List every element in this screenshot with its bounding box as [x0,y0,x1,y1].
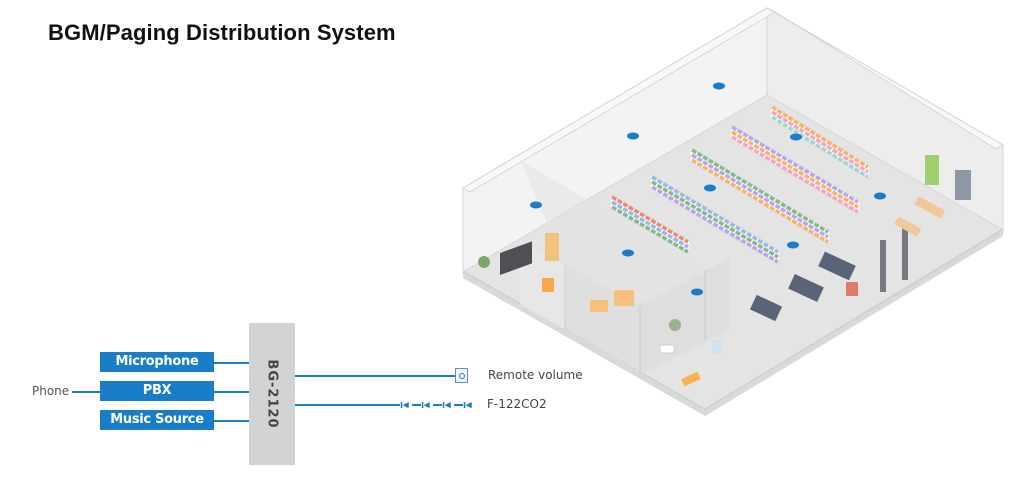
ceiling-speaker-icon [704,184,716,192]
checkout-counter-3 [818,251,856,281]
ceiling-speaker-icon [713,82,725,90]
shelf [609,194,691,255]
ceiling-speaker-icon [691,288,703,296]
shelf-products [771,105,869,169]
atm-machine [955,170,971,200]
office-plant [478,256,490,268]
speaker-line [295,404,400,406]
shelf-products [771,115,869,179]
speaker-link-line [412,404,421,406]
partition-wall-3 [565,265,640,375]
shelf-products [691,158,829,244]
ceiling-speaker-icon [627,132,639,140]
phone-label: Phone [32,384,70,398]
shelf-products [691,153,829,239]
shelf-products [771,110,869,174]
shelf-products [651,180,779,259]
shelf-products [651,175,779,254]
ceiling-speaker-icon [874,192,886,200]
lounge-sofa-1 [590,300,608,312]
shelf-products [731,135,859,214]
speaker-icon: ı◂ [421,399,430,411]
remote-volume-line [295,375,455,377]
pbx-input-box: PBX [100,381,214,401]
restroom-sink [659,344,675,354]
speaker-icon: ı◂ [463,399,472,411]
wall-rim-right [766,7,1004,150]
checkout-counter-2 [788,273,824,303]
ceiling-speaker-icon [622,249,634,257]
lounge-plant [669,319,681,331]
ceiling-speaker-icon [530,201,542,209]
speaker-model-label: F-122CO2 [487,397,547,411]
shopping-cart [846,282,858,296]
speaker-link-line [433,404,442,406]
music-source-input-box: Music Source [100,410,214,430]
bg-2120-amplifier: BG-2120 [249,323,295,465]
speaker-icon: ı◂ [400,399,409,411]
bench-2 [894,216,922,237]
ceiling-speakers [530,82,886,296]
kiosk [925,155,939,185]
phone-connector-line [72,391,100,393]
speaker-icon: ı◂ [442,399,451,411]
office-chair [542,278,554,292]
ceiling-speaker-icon [787,241,799,249]
volume-control-icon [455,368,468,383]
store-shelves [609,104,871,265]
page-title: BGM/Paging Distribution System [48,20,396,45]
remote-volume-label: Remote volume [488,368,583,382]
microphone-input-box: Microphone [100,352,214,372]
ceiling-speaker-icon [790,133,802,141]
shelf-products [611,205,689,254]
restroom-mat [681,371,701,387]
office-bookshelf [545,233,559,261]
music-source-connector-line [214,420,249,422]
shelf-products [651,185,779,264]
entrance-door-left [880,240,886,292]
restroom-toilet [712,340,722,354]
pbx-connector-line [214,391,249,393]
shelf-products [731,125,859,204]
bench-1 [914,196,946,219]
lounge-sofa-2 [614,290,634,306]
shelf-products [611,200,689,249]
partition-wall-2 [520,160,705,340]
checkout-counter-1 [749,294,783,322]
shelf-products [691,148,829,234]
speaker-link-line [454,404,463,406]
office-desk [500,241,532,276]
entrance-door-right [902,228,908,280]
shelf-products [611,195,689,244]
shelf-products [731,130,859,209]
microphone-connector-line [214,362,249,364]
